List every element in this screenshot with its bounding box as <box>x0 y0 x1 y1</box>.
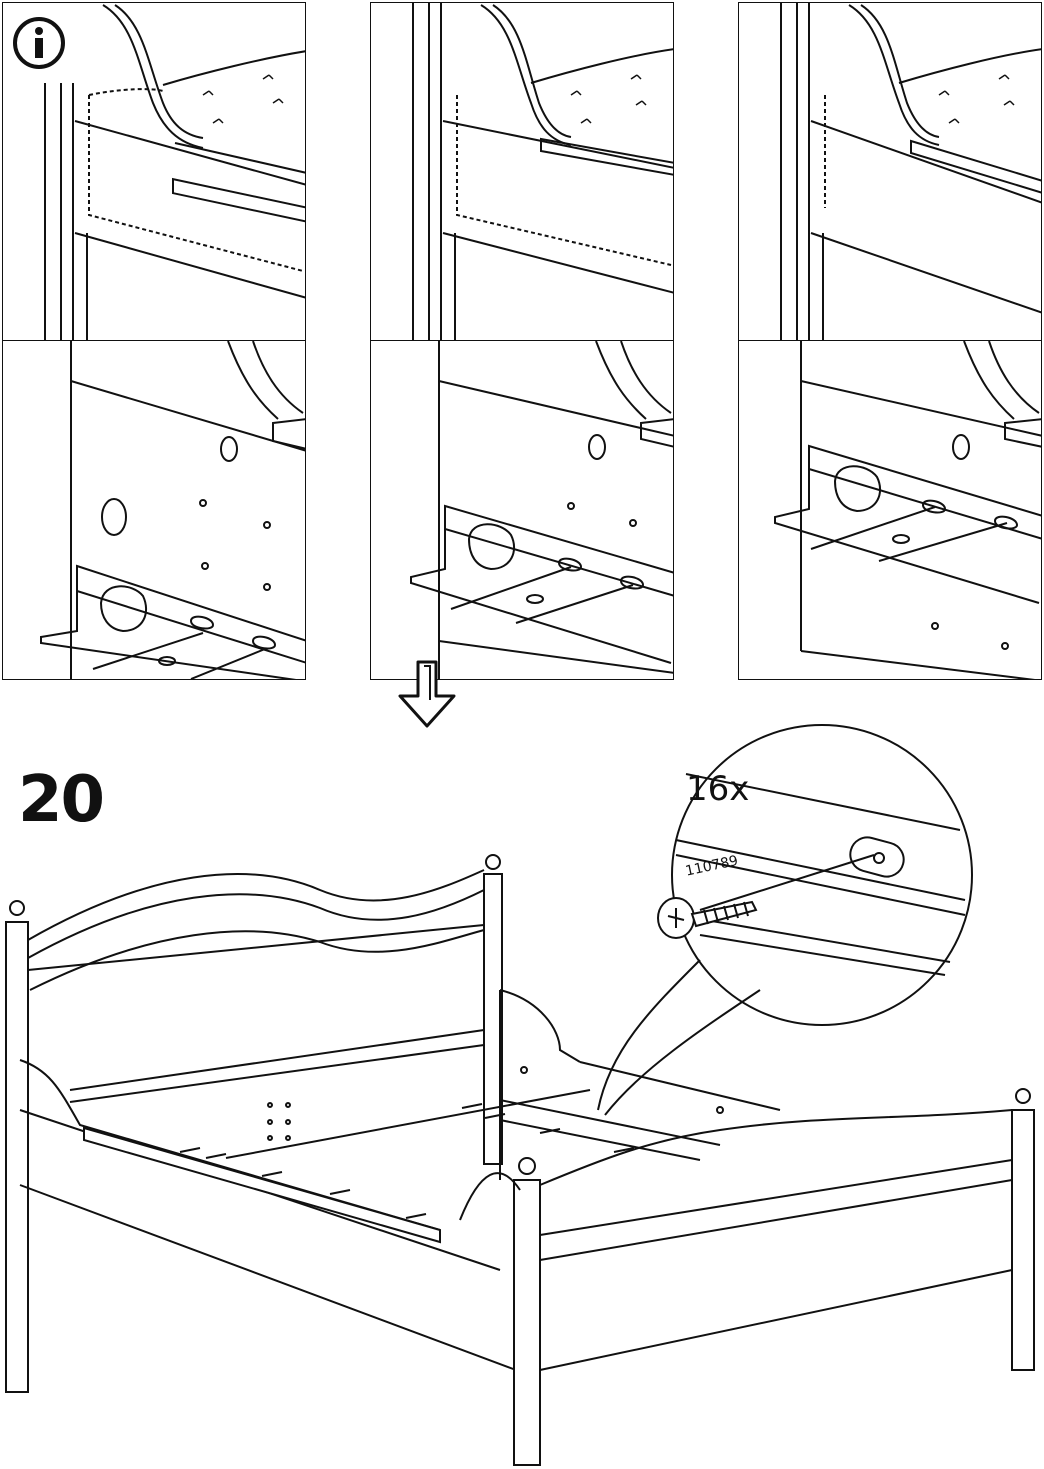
rail-bracket-illustration <box>371 341 674 680</box>
info-icon <box>10 14 68 72</box>
illustration-panel-bottom-1 <box>2 340 306 680</box>
bed-frame-assembly-illustration <box>0 690 1044 1469</box>
illustration-panel-top-2 <box>370 2 674 342</box>
illustration-panel-bottom-2 <box>370 340 674 680</box>
illustration-panel-top-3 <box>738 2 1042 342</box>
quantity-label: 16x <box>686 772 749 806</box>
screw-icon <box>652 886 762 946</box>
rail-bracket-illustration <box>739 341 1042 680</box>
rail-bracket-illustration <box>3 341 306 680</box>
illustration-panel-bottom-3 <box>738 340 1042 680</box>
bed-corner-illustration <box>371 3 674 342</box>
bed-corner-illustration <box>739 3 1042 342</box>
